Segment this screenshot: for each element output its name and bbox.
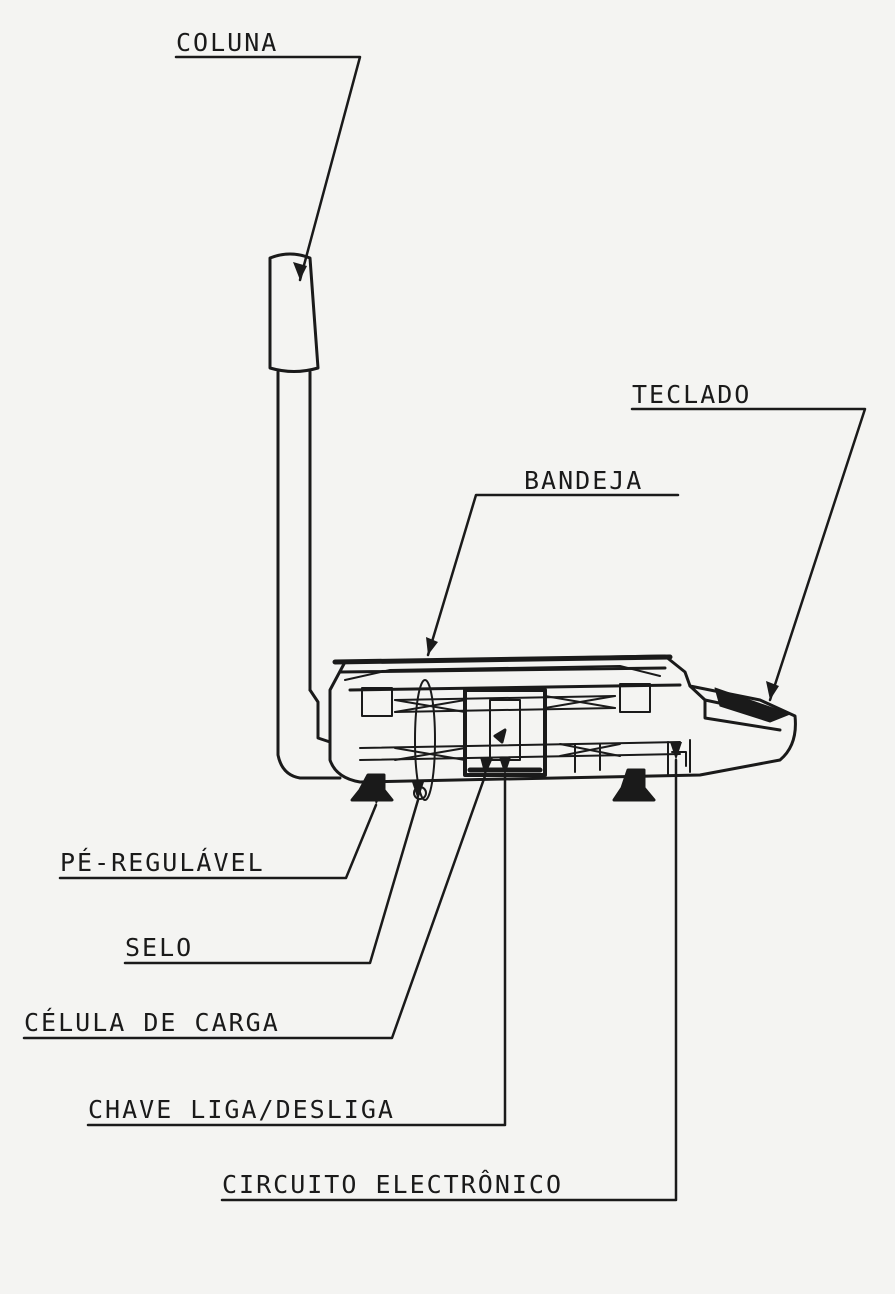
leader-lines — [22, 55, 867, 1202]
adjustable-foot-right — [612, 768, 656, 802]
leader-bandeja — [426, 493, 680, 657]
leader-teclado — [630, 407, 867, 702]
label-coluna: COLUNA — [176, 28, 279, 57]
label-selo: SELO — [125, 933, 194, 962]
label-chave-liga-desliga: CHAVE LIGA/DESLIGA — [88, 1095, 395, 1124]
label-celula-de-carga: CÉLULA DE CARGA — [24, 1008, 280, 1037]
label-bandeja: BANDEJA — [524, 466, 644, 495]
internal-frame — [359, 683, 691, 776]
leader-coluna — [174, 55, 362, 282]
adjustable-foot-left — [350, 773, 394, 802]
scale-body — [328, 654, 797, 784]
label-teclado: TECLADO — [632, 380, 752, 409]
tray-part — [332, 654, 673, 681]
leader-celula-de-carga — [22, 774, 487, 1040]
keyboard-part — [714, 687, 791, 723]
leader-pe-regulavel — [58, 803, 378, 880]
label-circuito-eletronico: CIRCUITO ELECTRÔNICO — [222, 1170, 564, 1199]
label-pe-regulavel: PÉ-REGULÁVEL — [60, 848, 265, 877]
leader-chave-liga-desliga — [86, 773, 507, 1127]
leader-selo — [123, 798, 420, 965]
arrowheads — [293, 262, 779, 805]
column-part — [268, 252, 342, 780]
leader-circuito-eletronico — [220, 758, 678, 1202]
